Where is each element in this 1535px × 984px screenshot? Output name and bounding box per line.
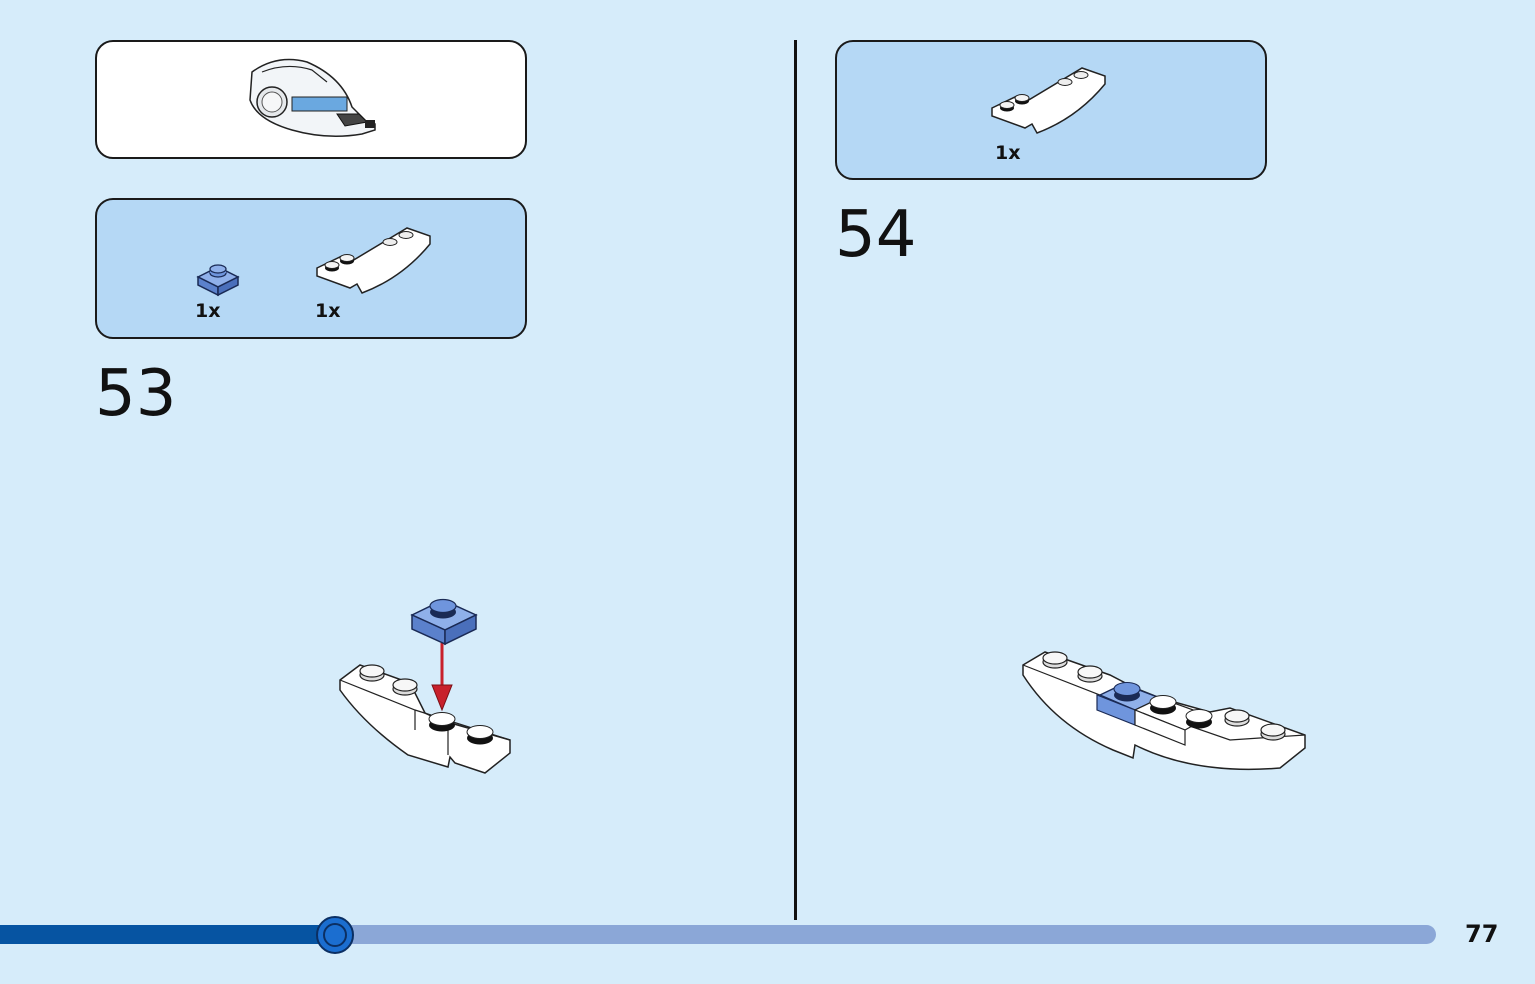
part-quantity: 1x bbox=[195, 300, 221, 322]
parts-list-step-54: 1x bbox=[835, 40, 1267, 180]
step-number: 54 bbox=[835, 198, 917, 272]
page-divider bbox=[794, 40, 797, 920]
progress-indicator-icon bbox=[316, 916, 354, 954]
subassembly-callout bbox=[95, 40, 527, 159]
part-quantity: 1x bbox=[315, 300, 341, 322]
white-curved-slope-icon bbox=[991, 67, 1106, 134]
step-number: 53 bbox=[95, 357, 177, 431]
blue-plate-1x1-icon bbox=[196, 264, 240, 297]
subassembly-model-icon bbox=[249, 58, 376, 137]
progress-fill bbox=[0, 925, 335, 944]
step-53-build-illustration bbox=[339, 598, 511, 774]
part-quantity: 1x bbox=[995, 142, 1021, 164]
parts-list-step-53: 1x 1x bbox=[95, 198, 527, 339]
white-curved-slope-icon bbox=[316, 227, 431, 294]
step-54-build-illustration bbox=[1022, 651, 1306, 771]
progress-track bbox=[0, 925, 1436, 944]
page-number: 77 bbox=[1465, 920, 1499, 948]
